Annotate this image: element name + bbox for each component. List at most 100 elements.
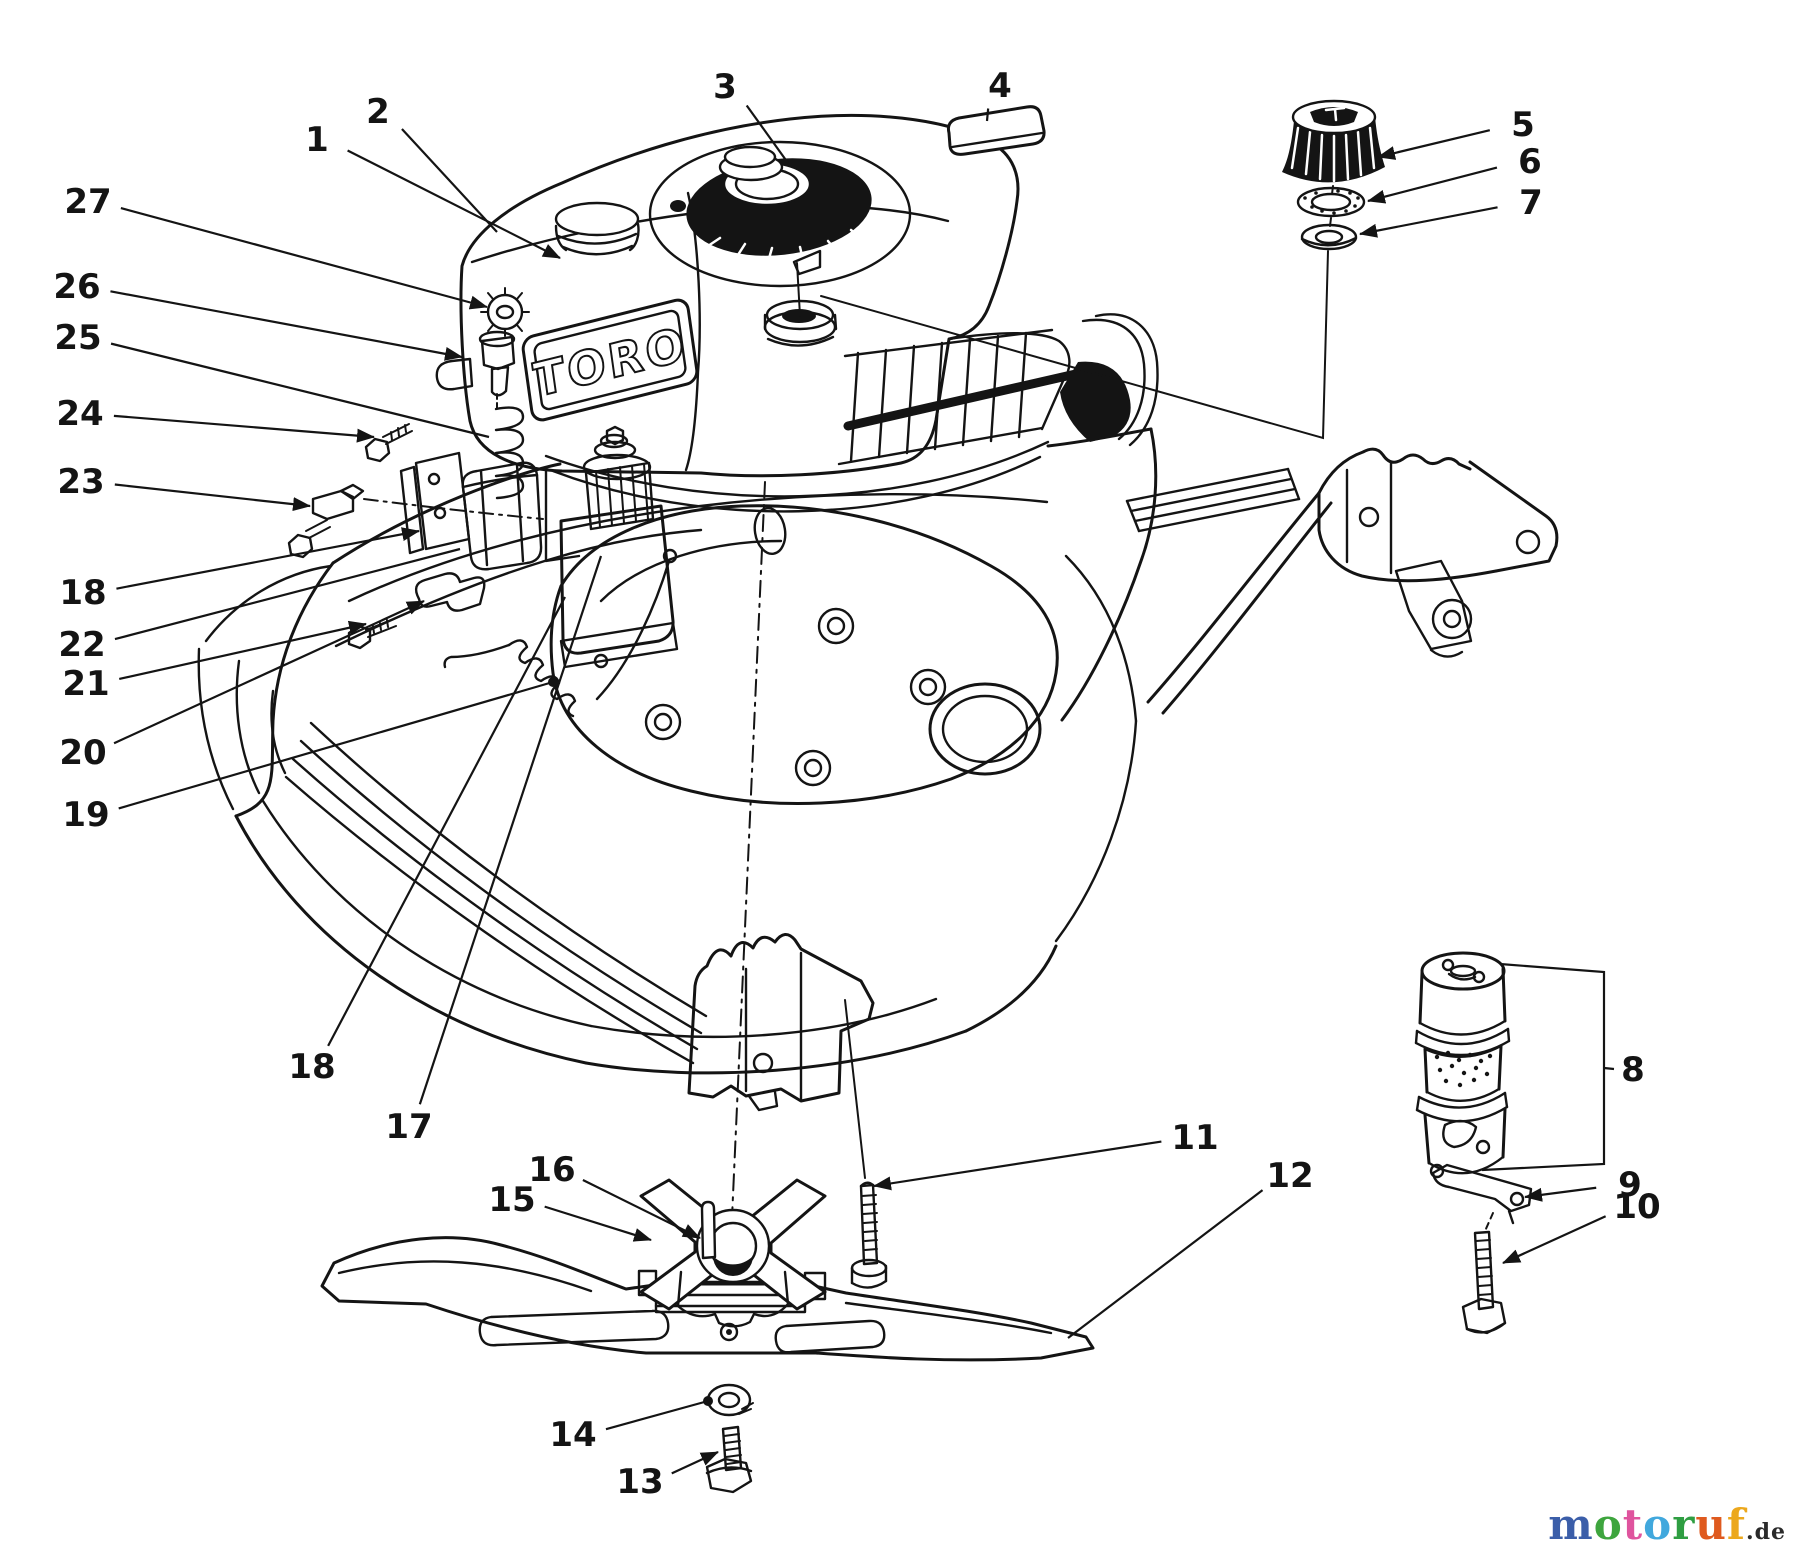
watermark-letter-4: r xyxy=(1672,1500,1696,1549)
callout-line-26-26 xyxy=(110,290,463,361)
handle-bracket-right xyxy=(1317,447,1559,658)
front-bracket xyxy=(687,933,875,1112)
watermark-letter-1: o xyxy=(1593,1500,1623,1549)
starter-cluster xyxy=(287,287,679,718)
callout-label-16-17: 17 xyxy=(385,1107,432,1147)
bolt-21 xyxy=(347,618,397,650)
callout-line-10-11 xyxy=(873,1140,1162,1191)
starter-motor xyxy=(544,425,679,669)
callout-line-14-15 xyxy=(544,1205,652,1242)
callout-label-7-8: 8 xyxy=(1621,1050,1645,1090)
callout-line-2-3 xyxy=(745,104,789,164)
washer-14 xyxy=(706,1383,754,1417)
callout-line-12-13 xyxy=(671,1451,719,1475)
callout-label-15-16: 16 xyxy=(528,1150,575,1190)
watermark-letter-0: m xyxy=(1548,1500,1594,1549)
callout-label-27-27: 27 xyxy=(64,182,111,222)
callout-line-24-24 xyxy=(113,414,375,443)
gasket-ring xyxy=(928,682,1042,776)
front-wall-ribs xyxy=(284,721,708,1065)
mounting-plate xyxy=(549,504,1059,805)
shroud-bolt xyxy=(670,200,686,212)
bolt-11 xyxy=(850,1181,888,1289)
spark-plug-wire xyxy=(843,313,1159,447)
callout-line-4-5 xyxy=(1377,129,1491,160)
cap-alignment-line xyxy=(820,185,1334,440)
callout-line-16-17 xyxy=(418,555,603,1105)
callout-line-25-25 xyxy=(110,342,490,439)
bolt-24 xyxy=(364,423,413,463)
bolt11-guide-line xyxy=(844,999,866,1179)
primer-gear-27 xyxy=(480,287,530,337)
blade-12 xyxy=(320,1236,1095,1362)
callout-label-14-15: 15 xyxy=(488,1180,535,1220)
callout-label-1-2: 2 xyxy=(366,92,390,132)
recoil-starter xyxy=(686,145,872,264)
callout-label-19-20: 20 xyxy=(59,733,106,773)
toro-badge: TORO xyxy=(521,298,699,422)
callout-label-6-7: 7 xyxy=(1519,183,1543,223)
watermark-letter-6: f xyxy=(1726,1500,1746,1549)
callout-label-23-23: 23 xyxy=(57,462,104,502)
callout-line-15-16 xyxy=(582,1179,701,1239)
callout-label-2-3: 3 xyxy=(713,67,737,107)
callout-line-11-12 xyxy=(1067,1189,1264,1339)
callout-label-9-10: 10 xyxy=(1613,1187,1660,1227)
watermark-suffix: .de xyxy=(1745,1519,1786,1545)
engine-assembly: TORO xyxy=(459,105,1159,556)
callout-line-13-14 xyxy=(605,1399,709,1431)
callout-dot-13-14 xyxy=(703,1396,713,1406)
mower-deck xyxy=(197,427,1559,1241)
callout-label-25-25: 25 xyxy=(54,318,101,358)
callout-label-13-14: 14 xyxy=(549,1415,596,1455)
callout-line-17-18 xyxy=(327,596,566,1047)
callout-label-4-5: 5 xyxy=(1511,105,1535,145)
callout-line-3-4 xyxy=(985,108,990,122)
callout-line-9-10 xyxy=(1502,1215,1607,1265)
callout-label-11-12: 12 xyxy=(1266,1156,1313,1196)
cylinder-fins xyxy=(837,328,1071,466)
blade-driver-15 xyxy=(639,1178,827,1328)
crankshaft-centerline xyxy=(730,481,766,1241)
callout-line-21-22 xyxy=(114,547,461,641)
callout-line-19-20 xyxy=(113,600,425,745)
callout-label-0-1: 1 xyxy=(305,120,329,160)
bolt-23b xyxy=(287,519,331,559)
callout-label-3-4: 4 xyxy=(988,66,1012,106)
engine-handle-4 xyxy=(947,105,1046,156)
callout-line-22-18 xyxy=(116,527,420,590)
callout-line-5-6 xyxy=(1367,166,1498,204)
callout-line-1-2 xyxy=(401,128,498,233)
callout-label-26-26: 26 xyxy=(53,267,100,307)
callout-line-23-23 xyxy=(114,483,311,512)
callout-label-18-19: 19 xyxy=(62,795,109,835)
connector-23 xyxy=(311,483,544,521)
blade-assembly xyxy=(320,1178,1095,1494)
callout-line-0-1 xyxy=(347,149,561,259)
callout-label-22-18: 18 xyxy=(59,573,106,613)
callout-line-8-9 xyxy=(1524,1186,1597,1202)
callout-label-24-24: 24 xyxy=(56,394,103,434)
watermark-letter-2: t xyxy=(1622,1500,1644,1549)
rear-vent-strip xyxy=(1125,467,1301,533)
fuel-filler-neck xyxy=(763,249,838,347)
pin-16 xyxy=(700,1200,717,1260)
callout-label-20-21: 21 xyxy=(62,664,109,704)
watermark-motoruf: motoruf.de xyxy=(1548,1500,1786,1549)
clamp-20 xyxy=(414,572,486,612)
callout-label-10-11: 11 xyxy=(1171,1118,1218,1158)
callout-line-27-27 xyxy=(120,207,488,310)
callout-label-17-18: 18 xyxy=(288,1047,335,1087)
watermark-letter-5: u xyxy=(1695,1500,1727,1549)
oil-fill-cap xyxy=(554,201,640,256)
callout-label-8-9: 9 xyxy=(1618,1165,1642,1205)
discharge-chute xyxy=(197,561,335,818)
callout-line-6-7 xyxy=(1359,206,1498,238)
fitting-26 xyxy=(435,330,516,397)
callout-line-18-19 xyxy=(118,680,554,810)
bracket-plate-18 xyxy=(414,451,471,551)
callout-label-21-22: 22 xyxy=(58,625,105,665)
